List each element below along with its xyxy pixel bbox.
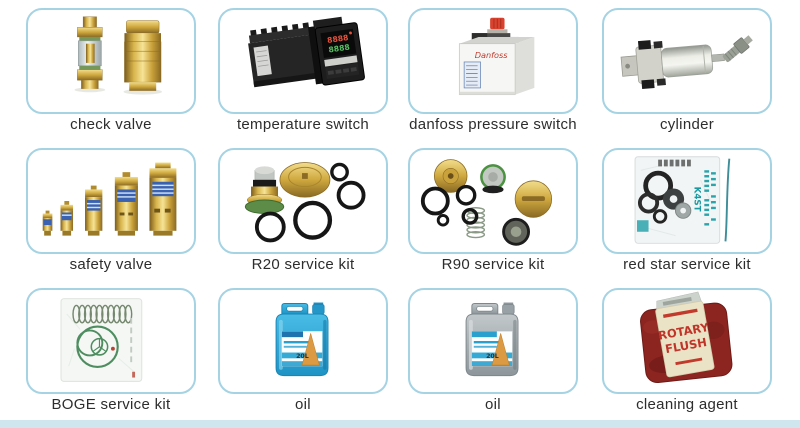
product-cell-safety-valve: safety valve (0, 140, 200, 280)
product-caption: danfoss pressure switch (409, 116, 577, 133)
product-cell-red-star-service-kit: K4ST (600, 140, 800, 280)
product-cell-r20-service-kit: R20 service kit (200, 140, 400, 280)
product-cell-danfoss-pressure-switch: Danfoss danfoss pressure switch (400, 0, 600, 140)
product-image-box (408, 148, 578, 254)
handle-hole (476, 306, 494, 312)
product-caption: cylinder (659, 116, 715, 133)
temperature-switch-photo: 8888 8888 (248, 16, 365, 88)
product-caption: BOGE service kit (51, 396, 171, 413)
product-cell-cylinder: cylinder (600, 0, 800, 140)
r90-service-kit-photo (420, 159, 553, 246)
can-size-text: 20L (296, 353, 309, 360)
product-caption: R90 service kit (441, 256, 545, 273)
product-caption: R20 service kit (251, 256, 355, 273)
product-cell-boge-service-kit: BOGE service kit (0, 280, 200, 420)
product-caption: red star service kit (623, 256, 751, 273)
handle-hole (286, 306, 304, 312)
product-caption: oil (295, 396, 311, 413)
package-label (655, 300, 715, 378)
product-image-box: 20L (408, 288, 578, 394)
product-caption: safety valve (69, 256, 153, 273)
product-image-box (218, 148, 388, 254)
product-caption: check valve (70, 116, 152, 133)
product-caption: oil (485, 396, 501, 413)
product-image-box: Danfoss (408, 8, 578, 114)
product-image-box: 20L (218, 288, 388, 394)
r20-service-kit-photo (244, 162, 366, 243)
spout-cap (502, 304, 515, 315)
check-valve-photo (74, 16, 162, 95)
oil-gray-can-photo: 20L (465, 302, 519, 377)
bottom-strip (0, 420, 800, 428)
boge-service-kit-photo (60, 298, 143, 382)
product-image-box (26, 8, 196, 114)
product-image-box: 8888 8888 (218, 8, 388, 114)
cleaning-agent-photo: ROTARY FLUSH (640, 291, 733, 384)
danfoss-pressure-switch-photo: Danfoss (458, 17, 535, 96)
red-star-service-kit-photo: K4ST (634, 156, 731, 244)
product-image-box (26, 148, 196, 254)
safety-valve-photo (42, 162, 177, 236)
display-bottom-digits: 8888 (328, 43, 350, 55)
product-caption: cleaning agent (636, 396, 738, 413)
oil-blue-can-photo: 20L (275, 302, 329, 377)
display-top-digits: 8888 (327, 33, 349, 45)
spout-cap (312, 304, 325, 315)
product-cell-r90-service-kit: R90 service kit (400, 140, 600, 280)
cylinder-photo (620, 35, 753, 90)
product-image-box (26, 288, 196, 394)
product-caption: temperature switch (236, 116, 370, 133)
product-image-box: ROTARY FLUSH (602, 288, 772, 394)
product-cell-oil-gray: 20L oil (400, 280, 600, 420)
product-cell-check-valve: check valve (0, 0, 200, 140)
bag-print-text: K4ST (692, 187, 702, 212)
digital-display (320, 28, 357, 59)
product-cell-temperature-switch: 8888 8888 temperature switch (200, 0, 400, 140)
product-image-box (602, 8, 772, 114)
product-cell-cleaning-agent: ROTARY FLUSH cleaning agent (600, 280, 800, 420)
can-size-text: 20L (486, 353, 499, 360)
product-image-box: K4ST (602, 148, 772, 254)
danfoss-logo: Danfoss (475, 50, 509, 60)
product-cell-oil-blue: 20L oil (200, 280, 400, 420)
